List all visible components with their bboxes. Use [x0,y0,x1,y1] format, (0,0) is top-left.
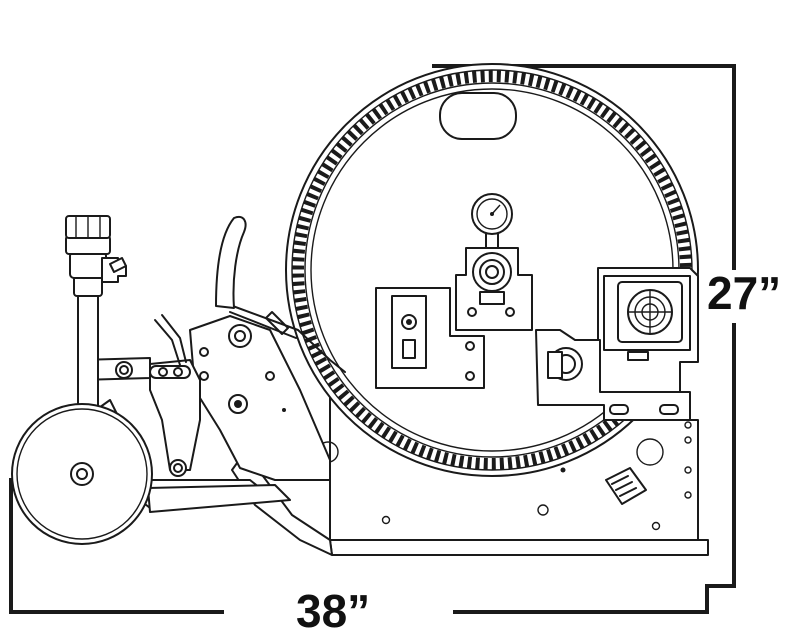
width-dimension-label: 38” [296,585,370,637]
inlet-valve-handle [101,257,127,283]
motor-mount-bracket [535,329,691,421]
latch-mechanism [149,314,201,477]
control-lever [215,216,247,309]
height-dimension-line [432,64,736,588]
side-latch [605,467,647,505]
gauge-valve-assembly [455,247,533,331]
motor-housing [597,267,699,393]
width-dimension-line [9,478,709,614]
side-control-plate [189,315,331,481]
switch-box [375,287,485,389]
brake-linkage [229,304,346,373]
drum-handle-slot [439,92,517,140]
height-dimension-label: 27” [707,267,781,319]
inlet-pipe [65,215,111,411]
base-plate [231,451,709,556]
wheel [11,403,153,545]
pressure-gauge [471,193,513,249]
